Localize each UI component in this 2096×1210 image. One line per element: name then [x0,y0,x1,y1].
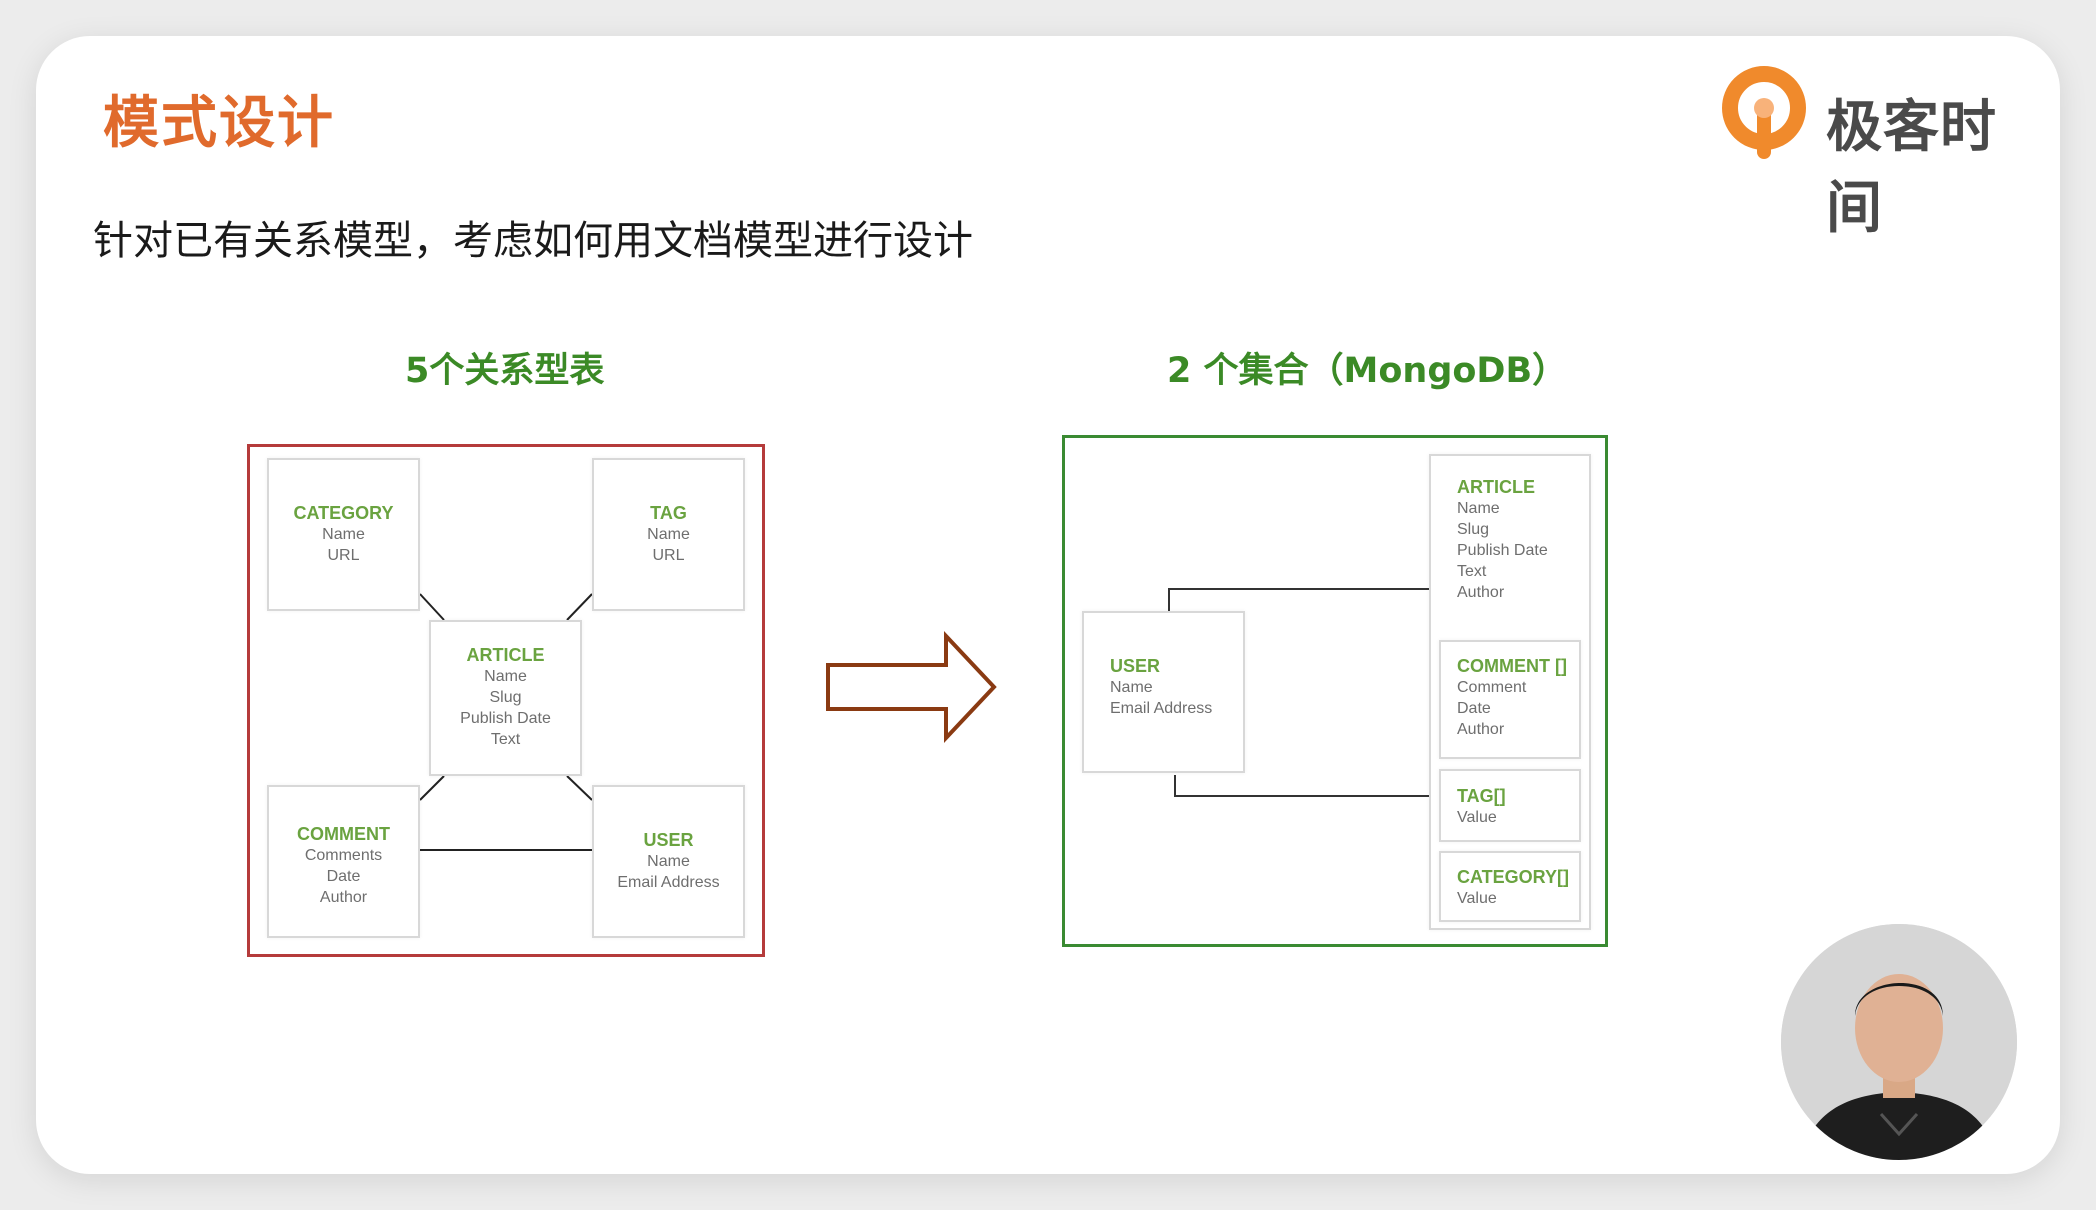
comment-embedded-field: Comment [1457,679,1527,696]
connector-article-comment [419,775,445,801]
comment-embedded-field: Author [1457,721,1505,738]
tag-embedded-field: Value [1457,809,1497,826]
comment-field: Comments [304,847,383,864]
user-table: USER Name Email Address [592,785,745,938]
article-collection-field: Publish Date [1457,542,1548,559]
category-embedded: CATEGORY[] Value [1439,851,1581,922]
category-embedded-field: Value [1457,890,1497,907]
connector-category-article [419,593,445,621]
user-collection-field: Name [1110,679,1153,696]
article-field: Slug [489,689,522,706]
comment-table-label: COMMENT [297,824,390,844]
comment-embedded: COMMENT [] Comment Date Author [1439,640,1581,759]
category-field: URL [327,547,360,564]
tag-embedded-label: TAG[] [1457,786,1506,806]
article-collection-field: Text [1457,563,1487,580]
tag-embedded: TAG[] Value [1439,769,1581,842]
article-collection-field: Name [1457,500,1500,517]
tag-table: TAG Name URL [592,458,745,611]
presenter-video-avatar [1781,924,2017,1160]
user-collection-label: USER [1110,656,1161,676]
right-section-title: 2 个集合（MongoDB） [1167,351,1568,391]
relational-frame [247,444,765,957]
comment-field: Date [326,868,361,885]
slide-subtitle: 针对已有关系模型，考虑如何用文档模型进行设计 [93,218,973,264]
comment-table: COMMENT Comments Date Author [267,785,420,938]
user-collection: USER Name Email Address [1082,611,1245,773]
connector-article-user [566,775,593,801]
user-table-label: USER [643,830,694,850]
user-field: Email Address [617,874,720,891]
connector-user-article-top [1168,588,1429,611]
comment-field: Author [319,889,368,906]
transform-arrow-icon [826,630,997,744]
mongodb-frame [1062,435,1608,947]
category-embedded-label: CATEGORY[] [1457,867,1569,887]
tag-table-label: TAG [650,503,687,523]
article-field: Name [484,668,527,685]
category-table: CATEGORY Name URL [267,458,420,611]
connector-tag-article [566,593,593,621]
article-field: Publish Date [460,710,551,727]
article-collection-field: Slug [1457,521,1490,538]
article-field: Text [490,731,521,748]
slide: 模式设计 极客时间 针对已有关系模型，考虑如何用文档模型进行设计 5个关系型表 … [36,36,2060,1174]
user-field: Name [647,853,690,870]
diagram-connectors [419,588,1429,851]
article-collection-label: ARTICLE [1457,477,1535,497]
article-table: ARTICLE Name Slug Publish Date Text [429,620,582,776]
category-table-label: CATEGORY [293,503,394,523]
comment-embedded-label: COMMENT [] [1457,656,1567,676]
tag-field: URL [652,547,685,564]
user-collection-field: Email Address [1110,700,1213,717]
tag-field: Name [647,526,690,543]
brand-logo: 极客时间 [1712,56,2032,241]
category-field: Name [322,526,365,543]
geektime-logo-icon [1722,66,1806,159]
brand-name: 极客时间 [1826,95,1997,241]
connector-user-article-bottom [1174,775,1429,797]
left-section-title: 5个关系型表 [405,351,605,391]
slide-title: 模式设计 [103,91,335,156]
comment-embedded-field: Date [1457,700,1491,717]
article-table-label: ARTICLE [466,645,545,665]
presenter-icon [1781,924,2017,1160]
article-collection-field: Author [1457,584,1505,601]
